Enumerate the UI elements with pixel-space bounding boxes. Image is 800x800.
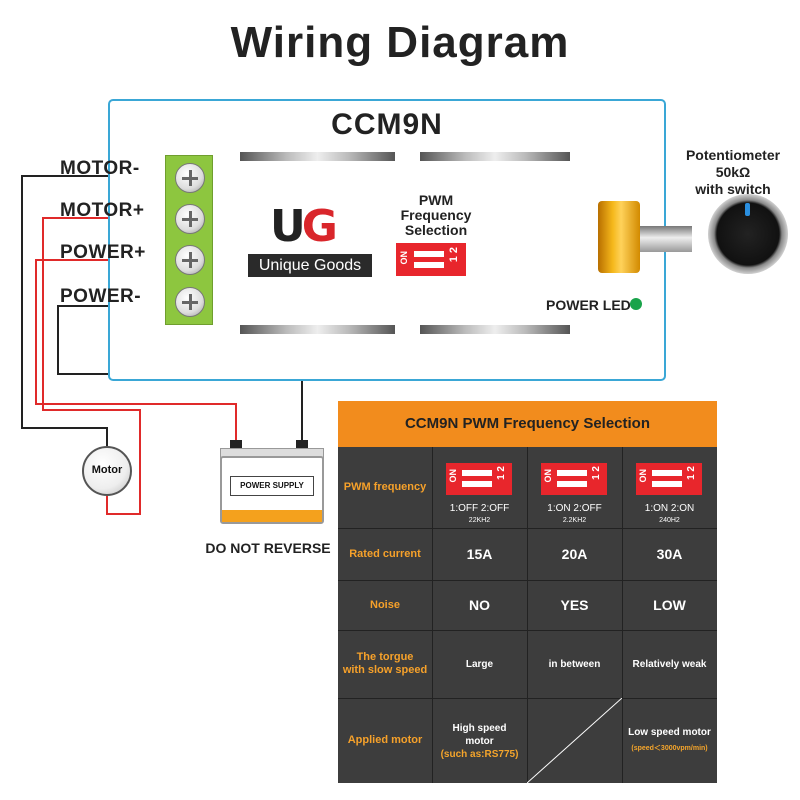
screw-icon [175, 245, 205, 275]
motor-label: Motor [91, 464, 123, 476]
potentiometer-body [598, 201, 640, 273]
switch-state-3: 1:ON 2:ON [644, 502, 695, 514]
dip-slot [462, 481, 492, 487]
dip-setting-3: ON 1 2 [636, 463, 702, 495]
current-2: 20A [561, 546, 588, 562]
terminal-label-power-plus: POWER+ [60, 242, 146, 263]
page-title: Wiring Diagram [230, 18, 570, 67]
dip-setting-1: ON 1 2 [446, 463, 512, 495]
dip-setting-2: ON 1 2 [541, 463, 607, 495]
noise-1: NO [469, 597, 490, 613]
frequency-2: 2.2KH2 [562, 517, 587, 524]
row-label-rated-current: Rated current [349, 547, 421, 560]
torque-2: in between [548, 658, 601, 670]
diagonal-divider [527, 698, 622, 783]
row-label-line: The torgue [356, 651, 414, 663]
heatsink-bottom-left [240, 325, 395, 334]
noise-3: LOW [653, 597, 686, 613]
battery-band [222, 510, 322, 522]
dip-slot [652, 470, 682, 476]
potentiometer-label: Potentiometer 50kΩ with switch [668, 147, 798, 198]
torque-1: Large [465, 658, 494, 670]
row-label-pwm-frequency: PWM frequency [343, 481, 427, 493]
current-1: 15A [466, 546, 493, 562]
dip-slot [414, 251, 444, 257]
wire-motor-plus [42, 217, 165, 515]
pwm-selection-label: PWM Frequency Selection [390, 193, 482, 238]
noise-2: YES [560, 597, 589, 613]
motor-note: (such as:RS775) [440, 748, 519, 760]
pot-label-line: with switch [695, 181, 771, 197]
switch-state-2: 1:ON 2:OFF [547, 502, 602, 514]
motor-note: (speed＜3000vpm/min) [631, 745, 708, 752]
switch-state-1: 1:OFF 2:OFF [449, 502, 510, 514]
row-label-torque: The torgue with slow speed [338, 630, 432, 698]
heatsink-top-left [240, 152, 395, 161]
battery-label: POWER SUPPLY [230, 476, 314, 496]
polarity-warning: DO NOT REVERSE [205, 540, 331, 556]
dip-slot [557, 470, 587, 476]
motor-line: Low speed motor [628, 727, 711, 738]
row-label-noise: Noise [370, 598, 400, 611]
battery-negative-terminal-icon [296, 440, 308, 450]
terminal-label-power-minus: POWER- [60, 286, 142, 307]
pot-label-line: 50kΩ [715, 164, 751, 180]
motor-icon [82, 446, 132, 496]
pot-label-line: Potentiometer [685, 147, 781, 163]
row-label-applied-motor: Applied motor [347, 734, 423, 746]
dip-number-label: 1 2 [591, 466, 602, 480]
ug-logo: UG [270, 201, 338, 252]
pwm-label-line: Frequency [400, 207, 472, 223]
motor-line: motor [465, 735, 494, 747]
motor-3: Low speed motor (speed＜3000vpm/min) [622, 700, 717, 782]
dip-slot [652, 481, 682, 487]
frequency-3: 240H2 [659, 517, 680, 524]
battery-positive-terminal-icon [230, 440, 242, 450]
heatsink-top-right [420, 152, 570, 161]
dip-number-label: 1 2 [496, 466, 507, 480]
row-label-line: with slow speed [342, 664, 428, 676]
dip-slot [462, 470, 492, 476]
pwm-label-line: Selection [404, 222, 468, 238]
dip-on-label: ON [399, 251, 409, 265]
dip-on-label: ON [638, 469, 648, 483]
dip-on-label: ON [448, 469, 458, 483]
dip-number-label: 1 2 [448, 247, 460, 263]
dial-indicator-icon [745, 203, 750, 216]
board-dip-switch[interactable]: ON 1 2 [396, 243, 466, 276]
torque-3: Relatively weak [632, 658, 707, 670]
board-model-label: CCM9N [331, 108, 443, 141]
pwm-label-line: PWM [418, 192, 454, 208]
table-title: CCM9N PWM Frequency Selection [338, 401, 717, 447]
motor-line: High speed [452, 722, 507, 734]
terminal-label-motor-plus: MOTOR+ [60, 200, 145, 221]
dip-slot [557, 481, 587, 487]
current-3: 30A [656, 546, 683, 562]
logo-text: Unique Goods [248, 254, 372, 277]
terminal-label-motor-minus: MOTOR- [60, 158, 140, 179]
power-led-icon [630, 298, 642, 310]
dip-on-label: ON [543, 469, 553, 483]
frequency-1: 22KH2 [468, 517, 491, 524]
screw-icon [175, 163, 205, 193]
potentiometer-shaft [640, 226, 692, 252]
dip-number-label: 1 2 [686, 466, 697, 480]
screw-icon [175, 204, 205, 234]
screw-icon [175, 287, 205, 317]
motor-1: High speed motor (such as:RS775) [432, 700, 527, 782]
dip-slot [414, 262, 444, 268]
power-led-label: POWER LED [546, 297, 631, 313]
terminal-block [165, 155, 213, 325]
heatsink-bottom-right [420, 325, 570, 334]
